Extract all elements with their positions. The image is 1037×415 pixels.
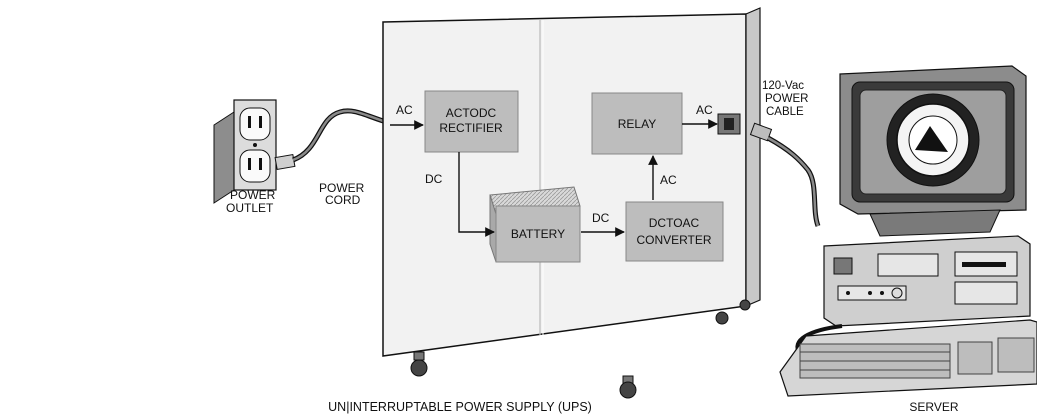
dc-battery-label: DC <box>592 211 610 225</box>
ac-input-label: AC <box>396 103 413 117</box>
cable-label-2: POWER <box>765 93 808 105</box>
server-cpu <box>823 235 1031 327</box>
battery-label: BATTERY <box>511 227 565 241</box>
cord-label-2: CORD <box>325 193 361 207</box>
power-outlet <box>213 99 277 204</box>
cord-label-1: POWER <box>319 181 365 195</box>
ups-caption: UN|INTERRUPTABLE POWER SUPPLY (UPS) <box>328 400 592 414</box>
server-monitor <box>839 65 1027 237</box>
outlet-label-1: POWER <box>230 188 276 202</box>
dc-rectifier-arrow <box>458 152 495 237</box>
server-label: SERVER <box>909 400 958 414</box>
ups-output-socket <box>717 113 741 135</box>
outlet-label-2: OUTLET <box>226 201 274 215</box>
ac-up-label: AC <box>660 173 677 187</box>
relay-block <box>591 92 683 155</box>
caster-wheels <box>410 299 751 399</box>
cable-label-3: CABLE <box>766 106 804 118</box>
rectifier-block <box>424 90 519 153</box>
converter-block <box>625 201 724 262</box>
ac-output-label: AC <box>696 103 713 117</box>
relay-label: RELAY <box>618 117 656 131</box>
converter-label-2: CONVERTER <box>636 233 711 247</box>
server-keyboard <box>779 319 1037 397</box>
rectifier-label-1: ACTODC <box>446 106 497 120</box>
power-cable <box>749 122 821 227</box>
dc-rectifier-label: DC <box>425 172 443 186</box>
converter-label-1: DCTOAC <box>649 216 700 230</box>
battery-block <box>489 186 581 263</box>
cable-label-1: 120-Vac <box>762 80 804 92</box>
rectifier-label-2: RECTIFIER <box>439 121 503 135</box>
